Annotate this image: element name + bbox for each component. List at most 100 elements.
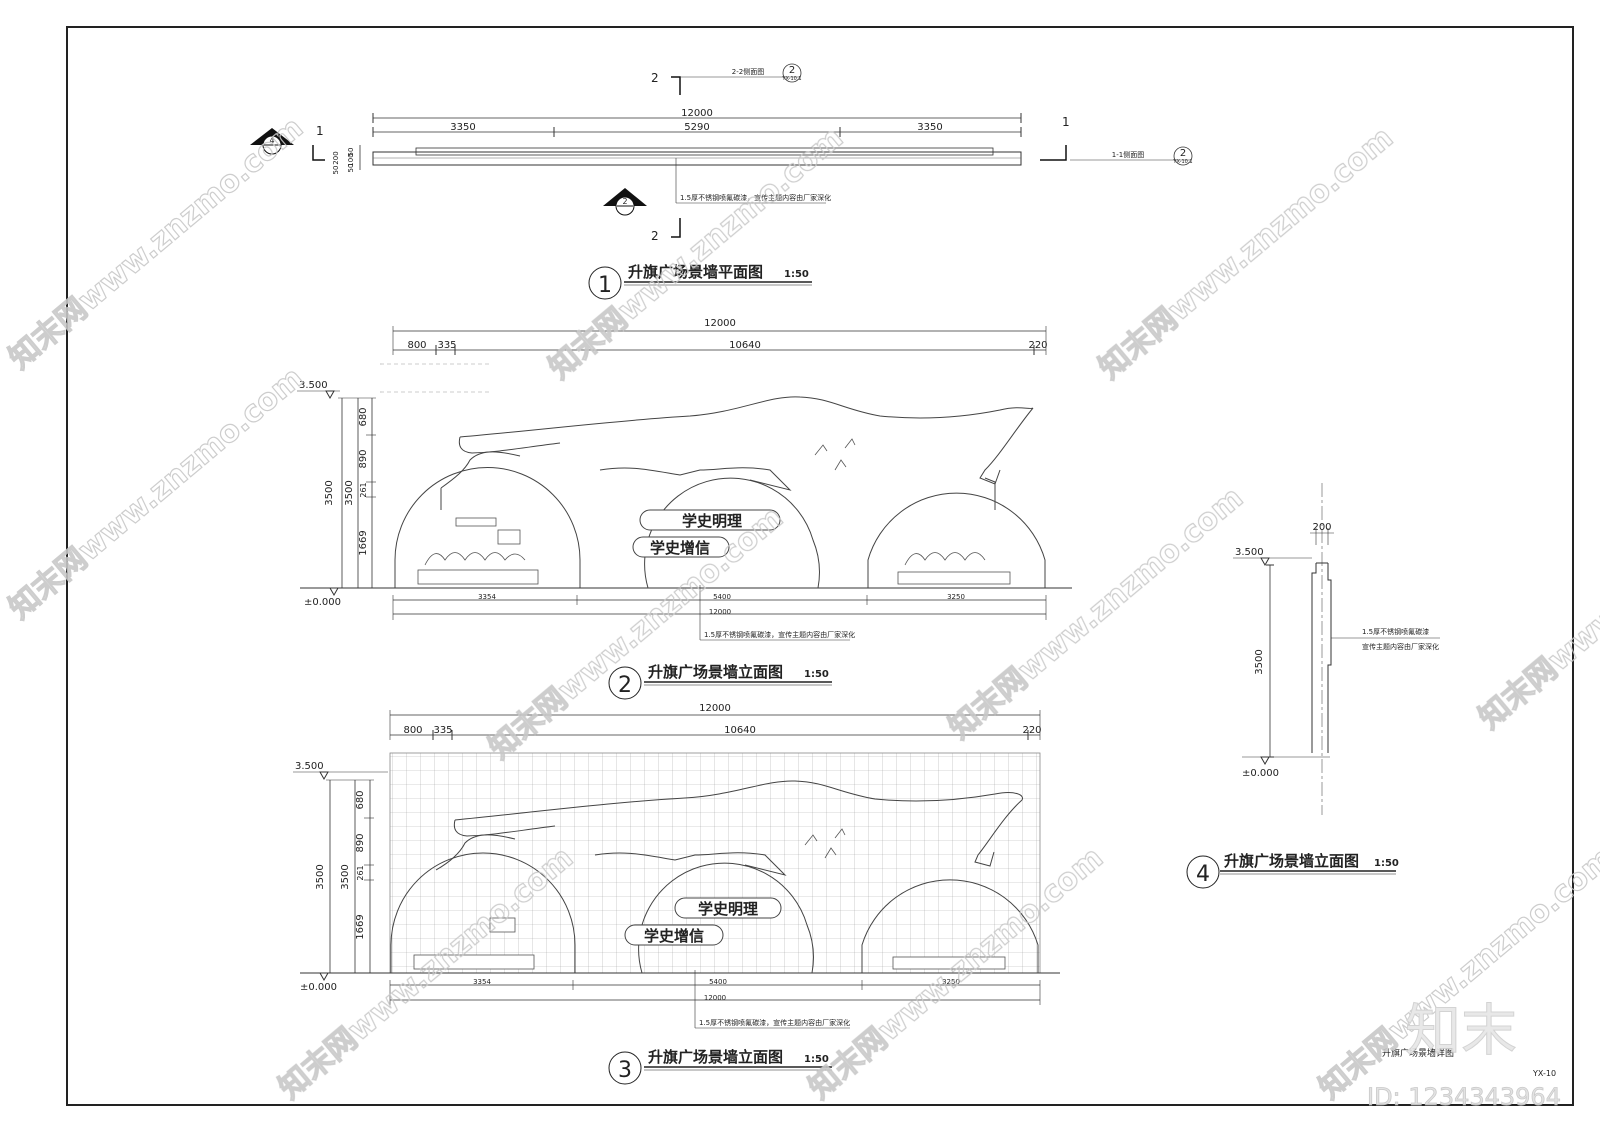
elev2-height-total: 3500 [324,480,335,505]
plan-thk-1: 50 [347,148,355,157]
plan-thk-3: 50 [347,164,355,173]
elev3-hseg-4: 1669 [355,914,366,939]
elev3-right-relief [892,956,1006,970]
svg-text:学史明理: 学史明理 [698,900,758,918]
elev3-top-seg-2: 335 [433,725,452,736]
elev2-level-top: 3.500 [299,380,328,391]
section-2-ref-sheet: YX-10.1 [781,76,801,82]
elev3-top-seg-4: 220 [1022,725,1041,736]
elev2-top-total: 12000 [704,318,736,329]
elev2-bseg-1: 3354 [478,593,496,601]
plan-seg-1: 3350 [450,122,475,133]
watermark-site: 知末网www.znzmo.com [1473,470,1600,736]
watermark-site: 知末网www.znzmo.com [943,480,1250,746]
elev4-scale: 1:50 [1374,858,1399,869]
elev3-level-base: ±0.000 [300,982,337,993]
elev2-title: 升旗广场景墙立面图 [648,663,783,681]
watermark-id: ID: 1234343964 [1367,1083,1561,1111]
elev2-right-relief [897,552,1011,585]
watermark-site: 知末网www.znzmo.com [3,360,310,626]
elev4-note-1: 1.5厚不锈钢喷氟碳漆 [1362,627,1429,636]
elev2-left-relief [417,517,539,585]
elev3-hseg-1: 680 [355,790,366,809]
section-2-bottom-label: 2 [651,229,659,243]
plan-seg-3: 3350 [917,122,942,133]
plan-scale: 1:50 [784,269,809,280]
elev3-hseg-3: 261 [356,865,365,880]
watermark-site: 知末网www.znzmo.com [543,120,850,386]
elev3-bseg-1: 3354 [473,978,491,986]
plan-drawing: 12000 3350 5290 3350 50 100 50 200 50 1 … [250,63,1193,300]
elev3-hseg-2: 890 [355,833,366,852]
section-2-ref-circle: 2 [789,65,795,76]
elev4-profile [1311,562,1332,753]
elev2-wall-outline [394,396,1046,589]
svg-text:学史增信: 学史增信 [650,539,710,557]
sheet-number: YX-10 [1532,1069,1556,1078]
elev4-level-top: 3.500 [1235,547,1264,558]
plan-total-dim: 12000 [681,108,713,119]
section-1-right-label: 1 [1062,115,1070,129]
elevation-3-drawing: 12000 800 335 10640 220 3.500 3500 3500 … [293,703,1060,1085]
elev4-level-base: ±0.000 [1242,768,1279,779]
elev2-hseg-4: 1669 [358,530,369,555]
plan-cap [415,147,994,156]
plan-number: 1 [598,273,612,298]
elev3-plaque-1: 学史明理 [674,897,782,919]
elev3-scale: 1:50 [804,1054,829,1065]
elev2-top-seg-3: 10640 [729,340,761,351]
index-marker-4: 4 [250,128,294,155]
elev2-birds [814,438,856,471]
section-2-ref: 2-2侧面图 [732,67,764,76]
elev2-plaque-1: 学史明理 [639,509,781,531]
svg-text:学史明理: 学史明理 [682,512,742,530]
elev2-top-seg-2: 335 [437,340,456,351]
elev2-hseg-3: 261 [359,482,368,497]
title-block: 升旗广场景墙详图 YX-10 [1382,1047,1556,1078]
elev3-top-seg-3: 10640 [724,725,756,736]
elevation-2-drawing: 12000 800 335 10640 220 3.500 3500 3500 … [297,318,1072,700]
elevation-4-drawing: 200 3.500 3500 ±0.000 1.5厚不锈钢喷氟碳漆 宣传主题内容… [1186,483,1440,889]
elev3-height-inner: 3500 [340,864,351,889]
elev3-level-top: 3.500 [295,761,324,772]
watermark-site: 知末网www.znzmo.com [1313,840,1600,1106]
elev3-left-relief [413,917,535,970]
elev3-top-seg-1: 800 [403,725,422,736]
section-2-top-label: 2 [651,71,659,85]
elev4-thickness: 200 [1312,522,1331,533]
elev2-note: 1.5厚不锈钢喷氟碳漆，宣传主题内容由厂家深化 [704,630,855,639]
elev2-scale: 1:50 [804,669,829,680]
section-1-ref-sheet: YX-10.1 [1172,159,1192,165]
section-1-ref: 1-1侧面图 [1112,150,1144,159]
elev2-plaque-2: 学史增信 [632,536,730,558]
elev3-bottom-total: 12000 [704,994,726,1002]
plan-thk-2: 100 [347,153,355,166]
elev3-wall-outline [390,780,1039,974]
elev4-title: 升旗广场景墙立面图 [1224,852,1359,870]
elev4-number: 4 [1196,862,1210,887]
elev2-height-inner: 3500 [344,480,355,505]
svg-text:2: 2 [622,197,627,206]
elev3-plaque-2: 学史增信 [624,924,724,946]
elev2-bseg-3: 3250 [947,593,965,601]
elev3-number: 3 [618,1058,632,1083]
elev2-bseg-2: 5400 [713,593,731,601]
elev4-height: 3500 [1254,649,1265,674]
elev2-hseg-2: 890 [358,449,369,468]
watermark-brand: 知末 [1405,999,1517,1064]
sheet-border [66,26,1574,1106]
elev3-bseg-2: 5400 [709,978,727,986]
index-marker-2: 2 [603,188,647,216]
plan-thk-alt-2: 50 [332,166,340,175]
watermark-site: 知末网www.znzmo.com [3,110,310,376]
svg-text:4: 4 [269,136,274,145]
elev3-title: 升旗广场景墙立面图 [648,1048,783,1066]
elev2-top-seg-4: 220 [1028,340,1047,351]
section-1-left-label: 1 [316,124,324,138]
plan-seg-2: 5290 [684,122,709,133]
elev3-top-total: 12000 [699,703,731,714]
elev3-bseg-3: 3250 [942,978,960,986]
plan-title: 升旗广场景墙平面图 [628,263,763,281]
plan-note: 1.5厚不锈钢喷氟碳漆，宣传主题内容由厂家深化 [680,193,831,202]
